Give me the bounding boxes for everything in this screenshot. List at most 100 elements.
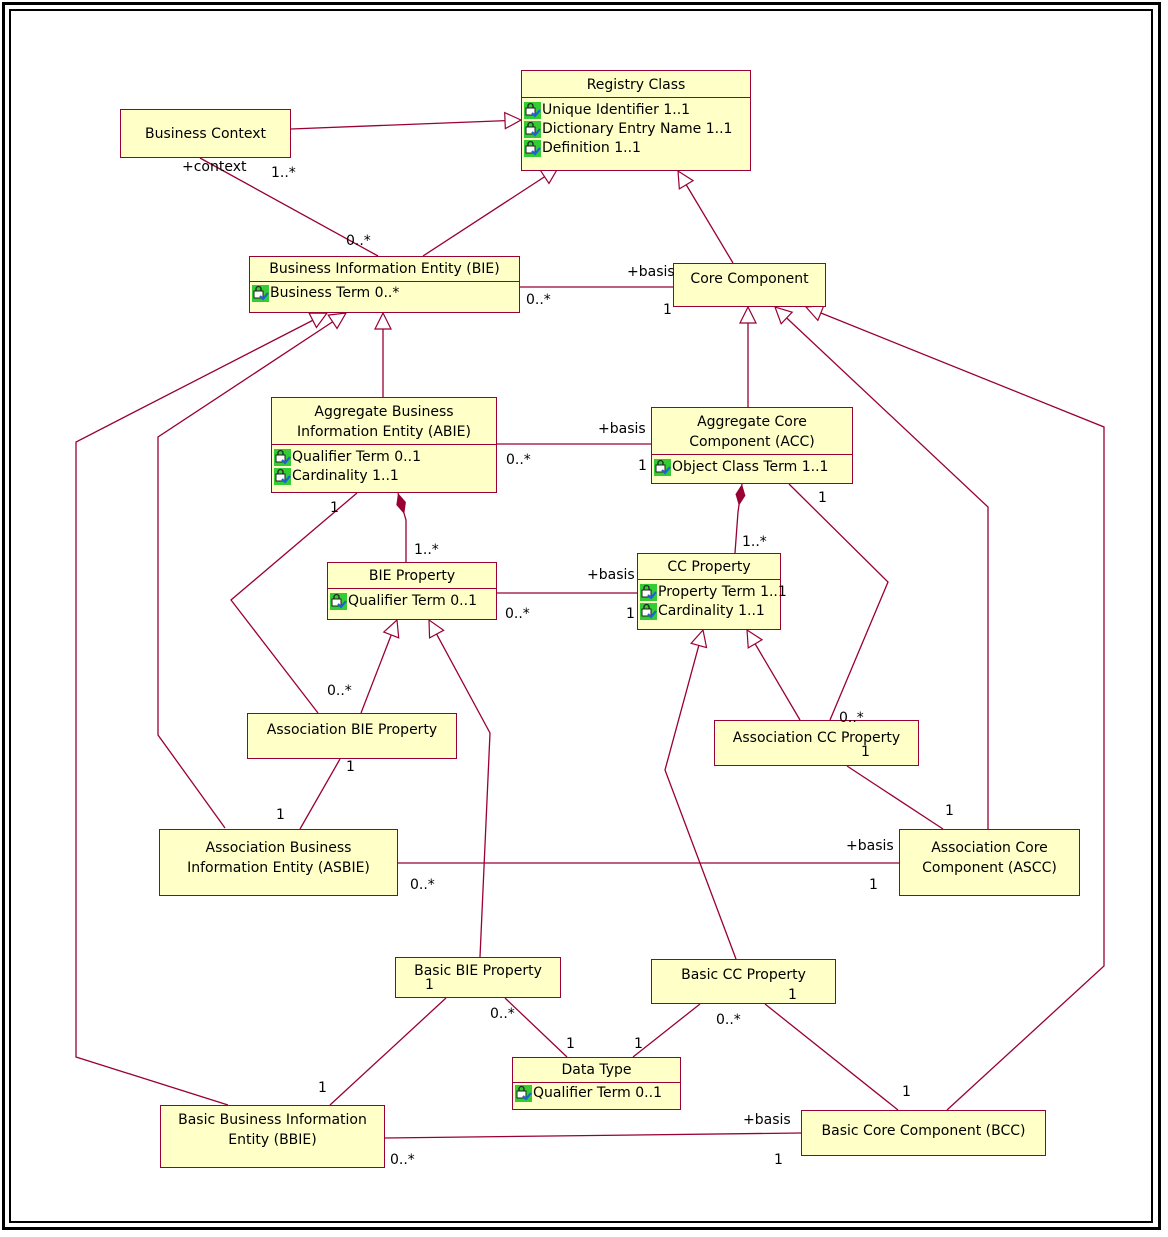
multiplicity-label: 1	[774, 1152, 783, 1168]
class-name: Basic CC Property	[681, 967, 806, 983]
multiplicity-label: 1	[634, 1036, 643, 1052]
multiplicity-label: 0..*	[505, 606, 530, 622]
locked-attribute-icon	[524, 102, 541, 119]
basic-bie-property-class[interactable]: Basic BIE Property	[395, 957, 561, 998]
assoc-basiccp-dt	[632, 1003, 701, 1058]
attribute-list: Business Term 0..*	[250, 281, 519, 305]
multiplicity-label: 0..*	[327, 683, 352, 699]
locked-attribute-icon	[640, 584, 657, 601]
attribute: Object Class Term 1..1	[654, 458, 850, 477]
attribute: Dictionary Entry Name 1..1	[524, 120, 748, 139]
registry-class[interactable]: Registry Class Unique Identifier 1..1 Di…	[521, 70, 751, 171]
attribute: Qualifier Term 0..1	[274, 448, 494, 467]
class-name: Data Type	[561, 1062, 632, 1078]
class-name-line: Aggregate Core	[697, 414, 807, 430]
attribute-text: Cardinality 1..1	[292, 468, 399, 484]
diagram-frame-inner	[9, 9, 1153, 1223]
multiplicity-label: 0..*	[390, 1152, 415, 1168]
class-name-line: Entity (BBIE)	[228, 1132, 317, 1148]
multiplicity-label: 1	[861, 744, 870, 760]
locked-attribute-icon	[252, 285, 269, 302]
gen-cc-registry	[677, 169, 734, 264]
multiplicity-label: 1	[276, 807, 285, 823]
bie-class[interactable]: Business Information Entity (BIE) Busine…	[249, 256, 520, 313]
attribute-list: Property Term 1..1 Cardinality 1..1	[638, 579, 787, 623]
class-name: Association BIE Property	[266, 722, 438, 738]
bie-property-class[interactable]: BIE Property Qualifier Term 0..1	[327, 562, 497, 620]
multiplicity-label: 1	[425, 977, 434, 993]
basic-cc-property-class[interactable]: Basic CC Property	[651, 959, 836, 1004]
locked-attribute-icon	[274, 449, 291, 466]
attribute-list: Qualifier Term 0..1 Cardinality 1..1	[272, 444, 496, 488]
attribute-list: Qualifier Term 0..1	[513, 1082, 680, 1105]
business-context-class[interactable]: Business Context	[120, 109, 291, 158]
multiplicity-label: 1	[346, 759, 355, 775]
core-component-class[interactable]: Core Component	[673, 263, 826, 307]
class-name: CC Property	[667, 559, 751, 575]
bcc-class[interactable]: Basic Core Component (BCC)	[801, 1110, 1046, 1156]
multiplicity-label: 0..*	[490, 1006, 515, 1022]
multiplicity-label: 1	[638, 458, 647, 474]
role-label: +basis	[598, 421, 646, 437]
attribute-text: Property Term 1..1	[658, 584, 787, 600]
attribute-text: Cardinality 1..1	[658, 603, 765, 619]
attribute-text: Qualifier Term 0..1	[348, 593, 477, 609]
multiplicity-label: 1..*	[742, 534, 767, 550]
role-label: +basis	[627, 264, 675, 280]
class-name-line: Component (ASCC)	[922, 860, 1057, 876]
gen-bie-registry	[422, 167, 560, 257]
data-type-class[interactable]: Data Type Qualifier Term 0..1	[512, 1057, 681, 1110]
gen-bbie-bie	[75, 312, 329, 1106]
class-name: Business Context	[144, 125, 267, 142]
gen-ascc-cc	[774, 306, 989, 829]
gen-context-registry	[290, 111, 523, 130]
gen-bcc-cc	[804, 304, 1105, 1111]
association-bie-property-class[interactable]: Association BIE Property	[247, 713, 457, 759]
multiplicity-label: 0..*	[716, 1012, 741, 1028]
multiplicity-label: 0..*	[526, 292, 551, 308]
multiplicity-label: 1..*	[414, 542, 439, 558]
comp-abie-bieprop	[396, 492, 407, 562]
multiplicity-label: 1	[818, 490, 827, 506]
assoc-abie-abp	[230, 492, 358, 714]
class-name-line: Association Business	[205, 840, 352, 856]
gen-abp-bieprop	[360, 618, 400, 714]
class-name-line: Information Entity (ASBIE)	[187, 860, 370, 876]
class-name: Basic BIE Property	[414, 963, 542, 979]
attribute-text: Object Class Term 1..1	[672, 459, 829, 475]
class-name: Business Information Entity (BIE)	[269, 261, 500, 277]
multiplicity-label: 0..*	[839, 710, 864, 726]
association-cc-property-class[interactable]: Association CC Property	[714, 720, 919, 766]
multiplicity-label: 1	[945, 803, 954, 819]
multiplicity-label: 0..*	[506, 452, 531, 468]
comp-acc-ccprop	[734, 483, 746, 554]
locked-attribute-icon	[524, 121, 541, 138]
role-label: +context	[182, 159, 247, 175]
gen-accp-ccprop	[746, 628, 801, 721]
gen-basiccp-ccprop	[664, 628, 737, 960]
attribute: Unique Identifier 1..1	[524, 101, 748, 120]
role-label: +basis	[587, 567, 635, 583]
cc-property-class[interactable]: CC Property Property Term 1..1 Cardinali…	[637, 553, 787, 630]
assoc-context-bie	[199, 157, 379, 257]
locked-attribute-icon	[654, 459, 671, 476]
attribute: Business Term 0..*	[252, 284, 517, 303]
assoc-abp-asbie	[299, 758, 341, 830]
attribute: Qualifier Term 0..1	[330, 592, 494, 611]
multiplicity-label: 1..*	[271, 165, 296, 181]
class-name: Core Component	[690, 271, 809, 287]
role-label: +basis	[846, 838, 894, 854]
locked-attribute-icon	[515, 1085, 532, 1102]
attribute-list: Unique Identifier 1..1 Dictionary Entry …	[522, 97, 750, 160]
